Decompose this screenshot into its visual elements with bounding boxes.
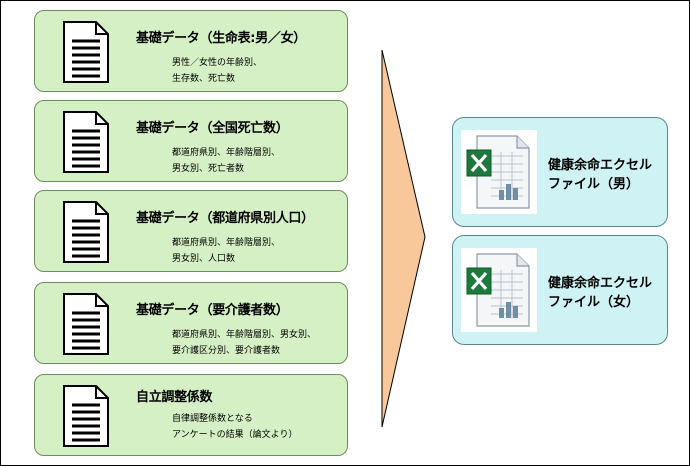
document-icon <box>63 21 109 83</box>
output-label: 健康余命エクセル ファイル（女） <box>548 276 653 310</box>
source-title: 基礎データ（生命表:男／女） <box>136 31 306 46</box>
output-label: 健康余命エクセル ファイル（男） <box>548 158 653 192</box>
document-icon <box>63 293 109 355</box>
excel-file-icon <box>461 248 537 332</box>
output-box-male: 健康余命エクセル ファイル（男） <box>452 117 668 227</box>
excel-file-icon <box>461 130 537 214</box>
document-icon <box>63 201 109 263</box>
source-description: 自律調整係数となる アンケートの結果（論文より） <box>172 414 298 440</box>
source-description: 都道府県別、年齢階層別、 男女別、人口数 <box>172 238 281 264</box>
document-icon <box>63 385 109 447</box>
source-title: 基礎データ（要介護者数） <box>136 303 289 318</box>
source-description: 都道府県別、年齢階層別、男女別、 要介護区分別、要介護者数 <box>172 330 317 356</box>
source-box-life-table: 基礎データ（生命表:男／女） 男性／女性の年齢別、 生存数、死亡数 <box>34 10 348 92</box>
source-description: 男性／女性の年齢別、 生存数、死亡数 <box>172 58 263 84</box>
source-box-prefecture-population: 基礎データ（都道府県別人口） 都道府県別、年齢階層別、 男女別、人口数 <box>34 190 348 272</box>
source-title: 自立調整係数 <box>136 390 213 405</box>
source-box-national-deaths: 基礎データ（全国死亡数） 都道府県別、年齢階層別、 男女別、死亡者数 <box>34 100 348 182</box>
source-description: 都道府県別、年齢階層別、 男女別、死亡者数 <box>172 148 281 174</box>
flow-arrow <box>381 49 426 428</box>
source-box-care-recipients: 基礎データ（要介護者数） 都道府県別、年齢階層別、男女別、 要介護区分別、要介護… <box>34 282 348 364</box>
source-title: 基礎データ（全国死亡数） <box>136 121 289 136</box>
source-box-adjustment-coefficient: 自立調整係数 自律調整係数となる アンケートの結果（論文より） <box>34 374 348 456</box>
document-icon <box>63 111 109 173</box>
output-box-female: 健康余命エクセル ファイル（女） <box>452 235 668 345</box>
source-title: 基礎データ（都道府県別人口） <box>136 211 314 226</box>
